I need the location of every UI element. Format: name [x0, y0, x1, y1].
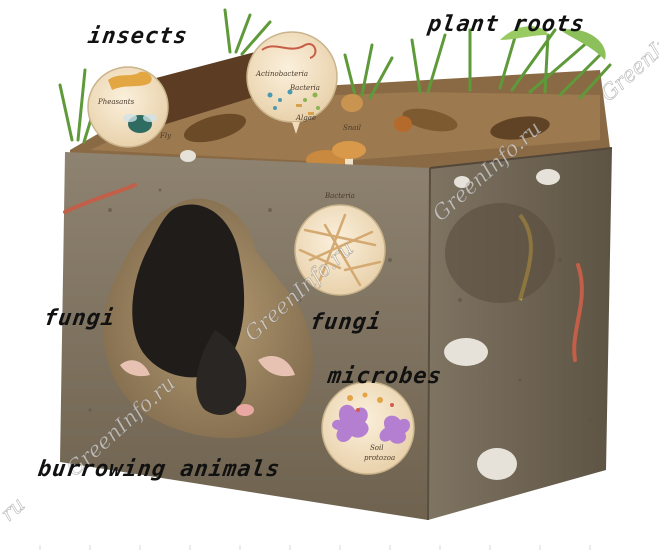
inset-caption-fly: Fly [159, 132, 172, 140]
inset-caption-algae: Algae [295, 114, 316, 122]
small-label-snail: Snail [343, 124, 361, 132]
inset-caption-protozoa: protozoa [364, 454, 395, 462]
inset-caption-bacteria: Bacteria [289, 84, 320, 92]
label-fungi-left: fungi [42, 306, 117, 331]
inset-caption-actinobacteria: Actinobacteria [255, 70, 308, 78]
label-microbes: microbes [326, 364, 443, 389]
label-insects: insects [86, 24, 189, 49]
inset-caption-soil: Soil [370, 444, 384, 452]
inset-caption-pheasants: Pheasants [97, 98, 135, 106]
label-plant-roots: plant roots [426, 12, 586, 37]
microbes-inset: Soil protozoa [322, 382, 414, 474]
label-fungi-center: fungi [308, 310, 383, 335]
label-burrowing-animals: burrowing animals [36, 457, 282, 482]
small-label-bacteria: Bacteria [324, 192, 355, 200]
side-tunnel [445, 203, 555, 303]
